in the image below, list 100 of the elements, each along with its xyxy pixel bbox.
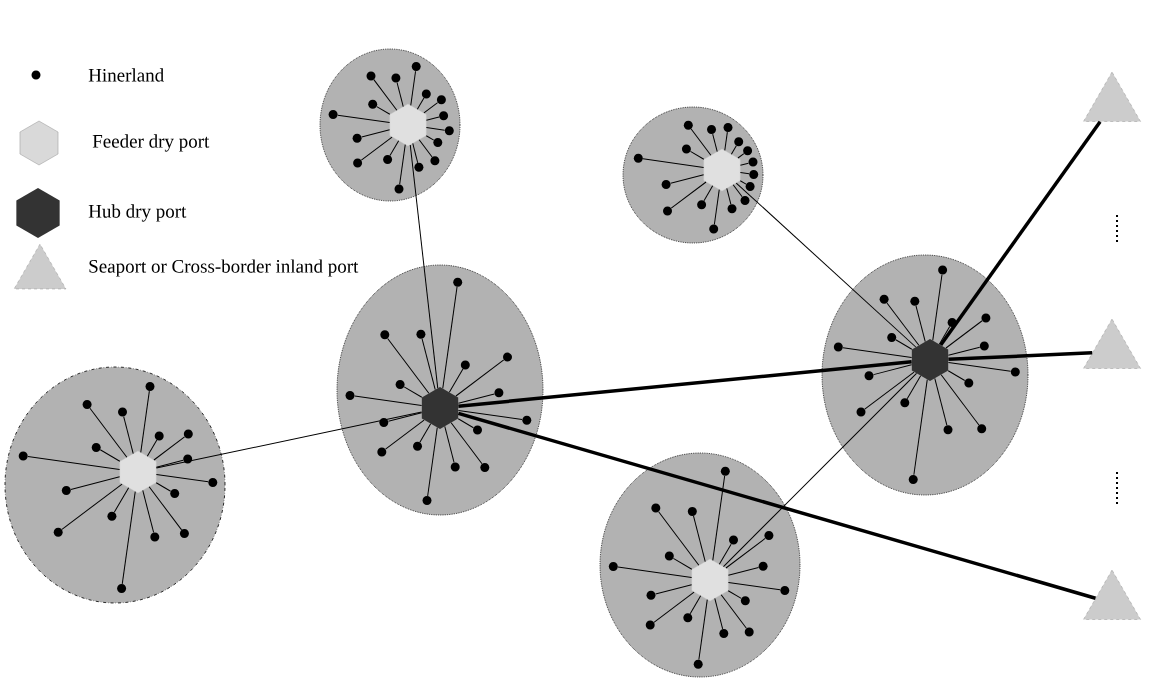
spoke-line [99,449,121,462]
spoke-line [410,70,417,106]
legend-text: Hinerland [88,68,164,82]
spoke-line [739,172,750,175]
port-triangle [1083,71,1141,122]
spoke-line [947,362,1012,372]
region-ellipse [599,452,801,678]
feeder-hexagon [119,450,157,494]
region-ellipse [4,366,226,604]
spoke-line [360,136,393,161]
spoke-line [27,456,121,470]
spoke-line [450,422,483,465]
spoke-line [419,423,432,443]
spoke-line [727,567,760,576]
spoke-line [658,511,700,566]
spoke-line [423,102,439,114]
feeder-hexagon [389,103,427,147]
spoke-line [655,584,693,595]
port-triangle [1083,318,1141,369]
spoke-line [385,419,425,450]
spoke-line [153,436,186,461]
connecting-line [735,182,917,348]
feeder-hexagon [691,558,729,602]
spoke-line [670,181,707,209]
spoke-line [895,339,913,350]
spoke-line [455,359,505,397]
spoke-line [425,135,435,141]
spoke-line [113,487,130,513]
spoke-line [418,139,433,158]
spoke-line [737,153,745,159]
spoke-line [915,305,926,343]
spoke-line [148,486,183,531]
spoke-line [720,594,747,629]
spoke-line [703,185,714,202]
connecting-line [948,351,1093,361]
spoke-line [698,599,708,661]
spoke-line [940,374,980,426]
spoke-line [718,543,732,565]
spoke-line [421,338,436,391]
legend-text: Feeder dry port [92,134,210,152]
spoke-line [389,140,400,157]
spoke-line [642,158,705,168]
spoke-line [945,320,983,349]
spoke-line [142,490,155,533]
spoke-line [842,347,913,358]
spoke-line [932,274,943,341]
spoke-line [906,375,922,400]
spoke-line [337,114,391,123]
spoke-line [713,189,720,225]
spoke-line [448,368,464,393]
connecting-line [722,372,918,568]
spoke-line [617,566,693,578]
spoke-line [376,106,391,115]
spoke-line [727,590,742,599]
spoke-line [89,407,128,458]
spoke-line [457,410,523,421]
spoke-line [457,393,495,404]
spoke-line [739,162,749,166]
spoke-line [70,476,121,490]
spoke-line [714,598,724,630]
spoke-line [396,82,404,107]
spoke-line [727,582,781,591]
spoke-line [361,129,391,138]
spoke-line [913,379,928,476]
spoke-line [373,79,398,111]
spoke-line [399,144,406,185]
connecting-line [457,411,1096,600]
spoke-line [425,127,446,131]
spoke-line [726,188,732,205]
spoke-line [457,418,474,429]
spoke-line [693,515,706,563]
spoke-line [712,133,718,153]
spoke-line [442,286,458,389]
spoke-line [672,557,693,570]
spoke-line [123,416,134,455]
spoke-line [689,150,705,160]
spoke-line [934,378,948,426]
connecting-line [155,411,423,469]
spoke-line [732,184,743,198]
port-triangle [1083,569,1141,620]
connecting-line [939,120,1102,346]
legend-text: Hub dry port [88,204,187,222]
spoke-line [155,459,184,468]
region-ellipse [821,254,1029,496]
spoke-line [416,97,425,110]
spoke-line [444,426,455,463]
spoke-line [712,475,726,561]
spoke-line [873,364,913,376]
spoke-line [121,491,136,585]
connecting-line [409,144,439,389]
spoke-line [155,474,209,483]
feeder-hexagon [703,148,741,192]
spoke-line [354,395,423,406]
spoke-line [425,116,440,121]
spoke-line [387,412,423,422]
spoke-line [690,128,712,156]
legend-text: Seaport or Cross-border inland port [89,259,359,277]
spoke-line [61,483,123,530]
spoke-line [886,302,920,346]
spoke-line [947,346,981,356]
